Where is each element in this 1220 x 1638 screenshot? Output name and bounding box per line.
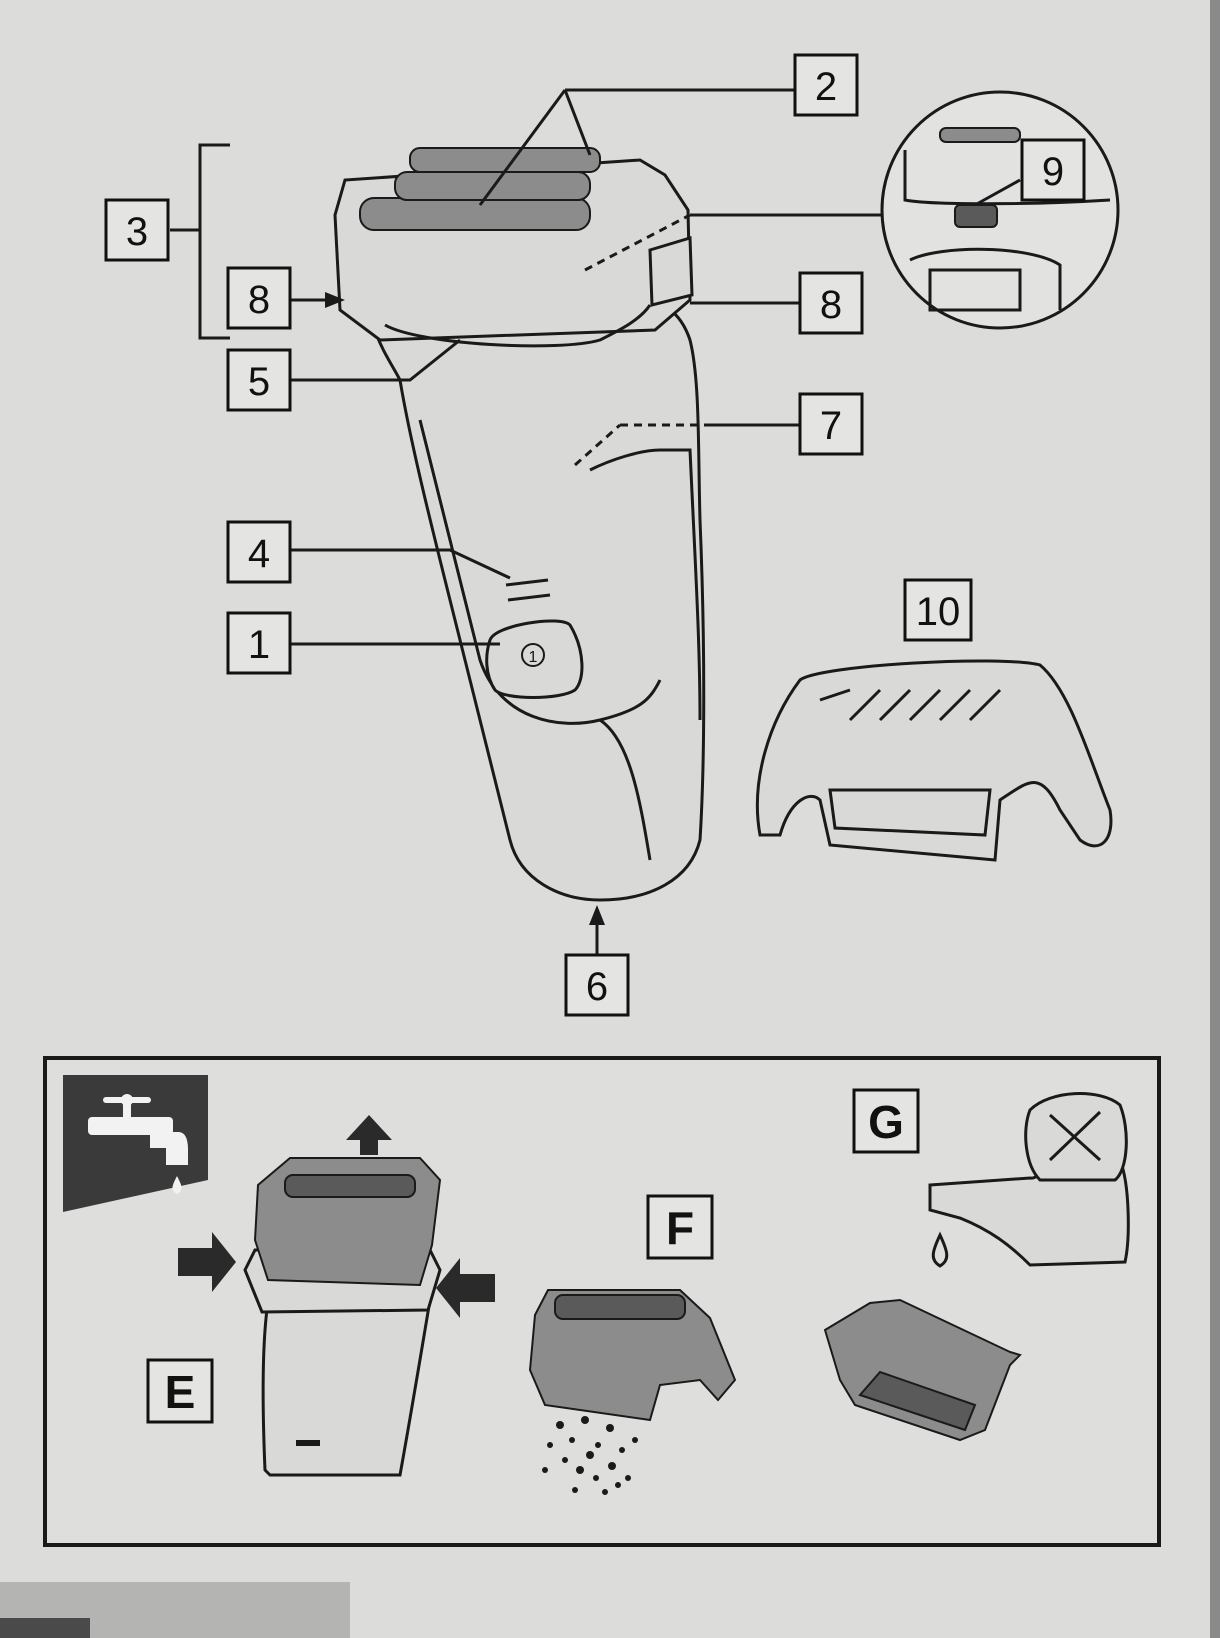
callout-box-5 — [226, 348, 292, 412]
cleaning-panel: G F E — [43, 1056, 1161, 1547]
comb-teeth — [819, 688, 1002, 722]
handle-lower-contour — [599, 718, 652, 861]
callout-box-7 — [798, 392, 864, 456]
arrow-icon — [325, 292, 345, 308]
step-f-foil — [554, 1294, 686, 1320]
head-release-band — [384, 304, 652, 348]
callout-10: 10 — [916, 590, 961, 634]
battery-indicator-bar — [507, 593, 551, 602]
handle-inner-line — [589, 448, 702, 721]
arrow-icon — [178, 1232, 236, 1292]
power-symbol-text: 1 — [529, 649, 538, 666]
side-release-button — [648, 236, 694, 307]
callout-5: 5 — [248, 360, 270, 404]
step-g-illustration — [823, 1092, 1130, 1442]
step-label-f: F — [666, 1202, 694, 1254]
bracket-3 — [198, 143, 230, 340]
callout-6: 6 — [586, 965, 608, 1009]
step-label-e: E — [165, 1366, 196, 1418]
callout-1: 1 — [248, 623, 270, 667]
callout-box-3 — [104, 198, 170, 262]
callout-3: 3 — [126, 210, 148, 254]
callout-box-1 — [226, 611, 292, 675]
detail-foil — [939, 127, 1021, 143]
leader-7-hidden-b — [574, 423, 621, 467]
foil-front — [359, 197, 591, 231]
callout-8-right: 8 — [820, 283, 842, 327]
callout-4: 4 — [248, 532, 270, 576]
leader-2b — [563, 89, 592, 156]
page-tab-marker — [0, 1618, 90, 1638]
callout-7: 7 — [820, 404, 842, 448]
callout-box-4 — [226, 520, 292, 584]
step-e-illustration — [178, 1115, 495, 1477]
leader-9-detail — [974, 178, 1021, 207]
comb-slot — [828, 788, 992, 837]
step-g-foil — [858, 1370, 977, 1432]
power-symbol-icon — [521, 643, 545, 667]
callout-2: 2 — [815, 65, 837, 109]
leader-2a — [478, 89, 567, 206]
step-label-g: G — [868, 1096, 904, 1148]
arrow-icon — [436, 1258, 495, 1318]
water-tap-icon-badge — [63, 1075, 208, 1212]
callout-box-6 — [564, 953, 630, 1017]
step-box-f — [646, 1194, 714, 1260]
callout-box-9 — [1020, 138, 1086, 202]
step-e-handle — [261, 1288, 432, 1477]
shaver-handle — [371, 298, 706, 902]
step-f-head — [528, 1289, 737, 1422]
detail-inset — [880, 90, 1120, 330]
detail-lock-switch — [954, 204, 998, 228]
foil-back — [409, 147, 601, 173]
leader-5 — [290, 338, 461, 382]
step-box-e — [146, 1358, 214, 1424]
water-drop-icon — [931, 1231, 949, 1268]
callout-box-8-left — [226, 266, 292, 330]
step-f-illustration — [528, 1289, 737, 1495]
battery-indicator-bar — [505, 578, 549, 587]
step-box-g — [852, 1088, 920, 1154]
step-f-hair-debris — [542, 1416, 638, 1495]
water-tap-icon — [88, 1094, 188, 1194]
callout-boxes: 2 3 8 8 5 7 4 1 6 9 10 — [104, 53, 1086, 1017]
step-e-foil — [284, 1174, 416, 1198]
arrow-icon — [346, 1115, 392, 1155]
callout-box-8-right — [798, 271, 864, 335]
power-button — [485, 619, 584, 699]
callout-box-10 — [903, 578, 973, 642]
step-e-indicator — [296, 1440, 320, 1446]
arrow-icon — [589, 905, 605, 925]
comb-body — [755, 659, 1113, 862]
leader-9-hidden — [584, 213, 691, 272]
detail-handle-top — [909, 247, 1062, 310]
comb-attachment — [755, 659, 1113, 862]
callout-9: 9 — [1042, 150, 1064, 194]
page-edge — [1210, 0, 1220, 1638]
detail-window — [928, 268, 1022, 312]
callout-leaders — [170, 88, 885, 955]
shaver-illustration: 1 — [333, 147, 706, 902]
callout-8-left: 8 — [248, 278, 270, 322]
step-g-tap-handle-facets — [1048, 1110, 1102, 1162]
callout-box-2 — [793, 53, 859, 117]
leader-4 — [290, 548, 511, 580]
